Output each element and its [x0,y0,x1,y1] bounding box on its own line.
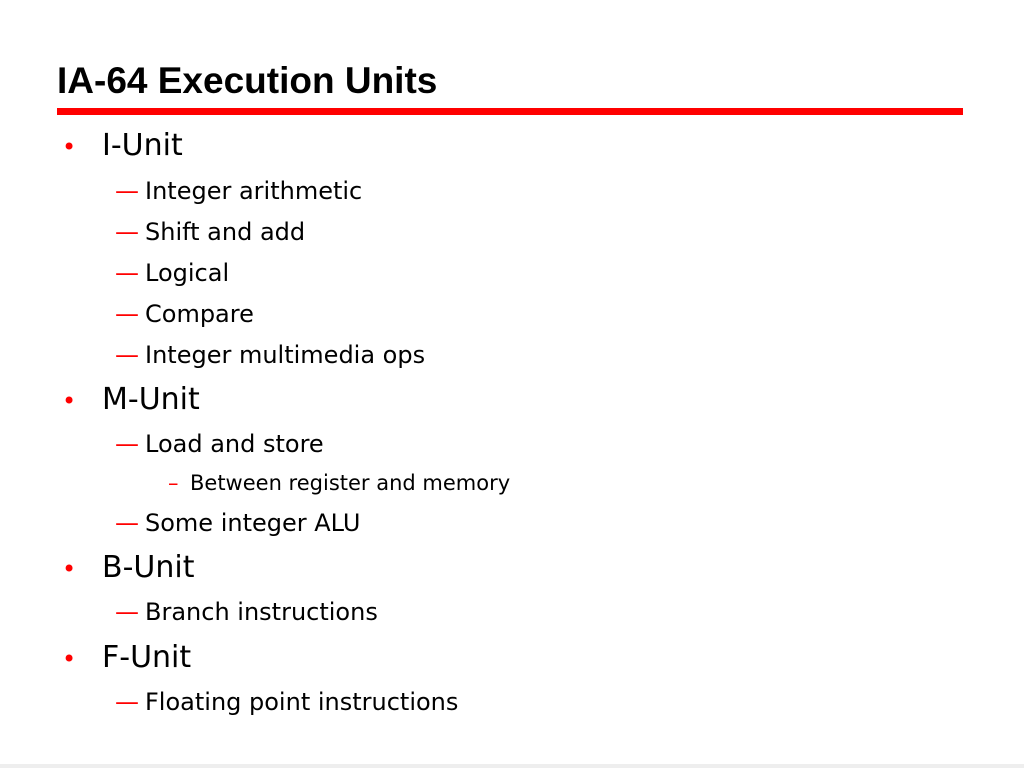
sub-item-some-integer-alu: —Some integer ALU [115,508,360,538]
bullet-marker: • [62,645,77,673]
bullet-label: M-Unit [102,382,200,417]
dash-marker: — [115,300,139,328]
sub-item-label: Load and store [145,430,324,458]
subdash-marker: – [168,471,179,495]
sub-item-load-and-store: —Load and store [115,429,324,459]
sub-item-label: Integer multimedia ops [145,341,426,369]
sub-item-label: Logical [145,259,230,287]
sub-item-label: Some integer ALU [145,509,361,537]
title-underline [57,108,963,115]
sub-item-label: Compare [145,300,254,328]
sub-item-label: Shift and add [145,218,306,246]
dash-marker: — [115,598,139,626]
bullet-marker: • [62,133,77,161]
dash-marker: — [115,259,139,287]
slide-title: IA-64 Execution Units [57,60,438,101]
sub-item-shift-and-add: —Shift and add [115,217,305,247]
dash-marker: — [115,430,139,458]
bottom-edge [0,764,1024,768]
bullet-marker: • [62,387,77,415]
bullet-m-unit: • M-Unit [60,382,200,419]
dash-marker: — [115,509,139,537]
bullet-f-unit: • F-Unit [60,640,191,677]
bullet-b-unit: • B-Unit [60,550,194,587]
bullet-marker: • [62,555,77,583]
bullet-i-unit: • I-Unit [60,128,183,165]
dash-marker: — [115,177,139,205]
sub-item-integer-arithmetic: —Integer arithmetic [115,176,362,206]
sub-item-label: Branch instructions [145,598,378,626]
sub-item-logical: —Logical [115,258,229,288]
dash-marker: — [115,688,139,716]
sub-item-label: Floating point instructions [145,688,459,716]
dash-marker: — [115,341,139,369]
sub-sub-item-label: Between register and memory [190,471,511,495]
bullet-label: F-Unit [102,640,192,675]
sub-item-label: Integer arithmetic [145,177,363,205]
sub-item-floating-point-instructions: —Floating point instructions [115,687,458,717]
sub-item-integer-multimedia-ops: —Integer multimedia ops [115,340,425,370]
sub-item-compare: —Compare [115,299,254,329]
bullet-label: B-Unit [102,550,195,585]
sub-sub-item-between-register-and-memory: –Between register and memory [168,470,510,496]
sub-item-branch-instructions: —Branch instructions [115,597,378,627]
bullet-label: I-Unit [102,128,183,163]
dash-marker: — [115,218,139,246]
